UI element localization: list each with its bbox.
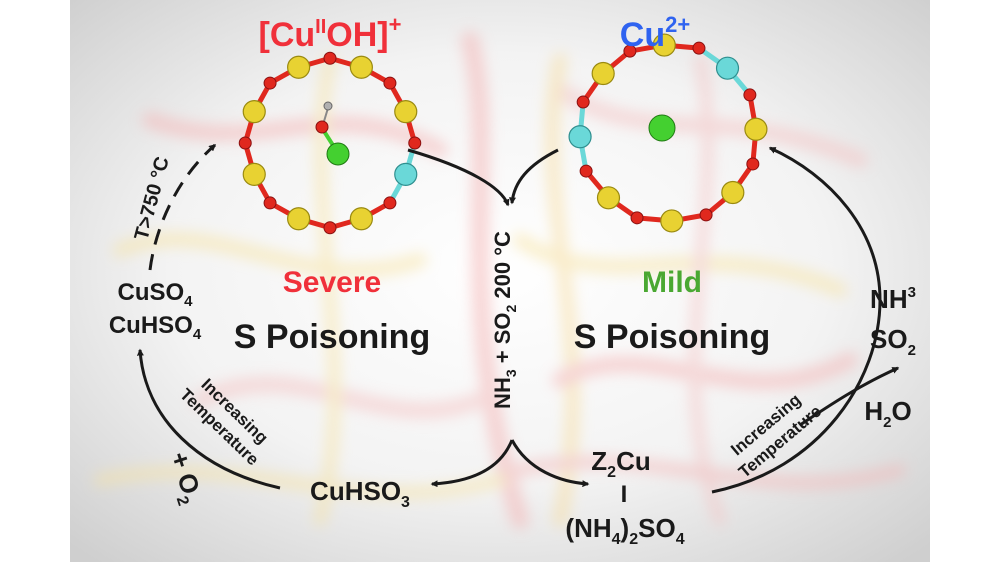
oxygen-atom — [263, 196, 277, 210]
h2o-label: H2O — [864, 396, 911, 431]
aluminum-atom — [568, 125, 592, 149]
cuso4-label: CuSO4 — [117, 279, 193, 310]
hydrogen-atom — [323, 101, 333, 111]
nh4so4-label: (NH4)2SO4 — [565, 513, 684, 548]
so2-label: SO2 — [870, 324, 916, 359]
silicon-atom — [349, 55, 373, 79]
cuhso4-label: CuHSO4 — [109, 312, 202, 343]
arrow-left-to-center — [407, 148, 510, 207]
oxygen-atom — [383, 76, 397, 90]
arrow-center-to-complex — [510, 439, 590, 488]
center-condition-label: NH3 + SO2 200 °C — [490, 231, 519, 409]
silicon-atom — [652, 33, 676, 57]
oxygen-atom — [408, 136, 422, 150]
oxygen-atom — [323, 221, 337, 235]
silicon-atom — [744, 117, 768, 141]
silicon-atom — [591, 61, 615, 86]
arrow-center-to-bisulfite — [430, 439, 514, 488]
oxygen-atom — [315, 120, 329, 134]
mild-subtitle: S Poisoning — [574, 318, 770, 356]
z2cu-label: Z2Cu — [591, 446, 650, 481]
silicon-atom — [660, 209, 684, 233]
copper-atom — [326, 142, 350, 166]
cuoh-species-label: [CuIIOH]+ — [259, 12, 402, 54]
oxygen-atom — [699, 208, 713, 222]
dashed-arrow-high-temp — [148, 143, 217, 271]
severe-subtitle: S Poisoning — [234, 318, 430, 356]
arrow-bisulfite-to-sulfate — [136, 348, 281, 490]
cuhso3-label: CuHSO3 — [310, 476, 410, 511]
silicon-atom — [287, 207, 311, 231]
oxygen-atom — [263, 76, 277, 90]
zeolite-framework-backdrop — [94, 31, 906, 529]
severe-label: Severe — [283, 266, 381, 299]
aluminum-atom — [394, 162, 418, 186]
silicon-atom — [287, 55, 311, 79]
cu2-species-label: Cu2+ — [620, 12, 690, 54]
cu2-zeolite-ring — [568, 33, 768, 233]
oxygen-atom — [746, 157, 760, 171]
silicon-atom — [242, 100, 266, 124]
oxygen-atom — [238, 136, 252, 150]
oxygen-atom — [323, 51, 337, 65]
silicon-atom — [394, 100, 418, 124]
nh3-label: NH3 — [870, 284, 916, 314]
arrow-right-to-center — [509, 148, 559, 205]
copper-atom — [648, 114, 676, 142]
silicon-atom — [721, 180, 745, 205]
cuoh-zeolite-ring — [238, 51, 422, 235]
silicon-atom — [349, 207, 373, 231]
oxygen-atom — [579, 164, 593, 178]
oxygen-atom — [623, 44, 637, 58]
oxygen-atom — [743, 88, 757, 102]
aluminum-atom — [715, 56, 740, 80]
mild-label: Mild — [642, 266, 702, 299]
oxygen-atom — [692, 41, 706, 55]
silicon-atom — [242, 162, 266, 186]
oxygen-atom — [383, 196, 397, 210]
silicon-atom — [596, 186, 621, 210]
arrow-complex-to-cu2 — [711, 146, 882, 494]
complex-bond: I — [621, 481, 628, 508]
arrow-gas-release — [799, 366, 900, 427]
oxygen-atom — [576, 95, 590, 109]
oxygen-atom — [630, 211, 644, 225]
